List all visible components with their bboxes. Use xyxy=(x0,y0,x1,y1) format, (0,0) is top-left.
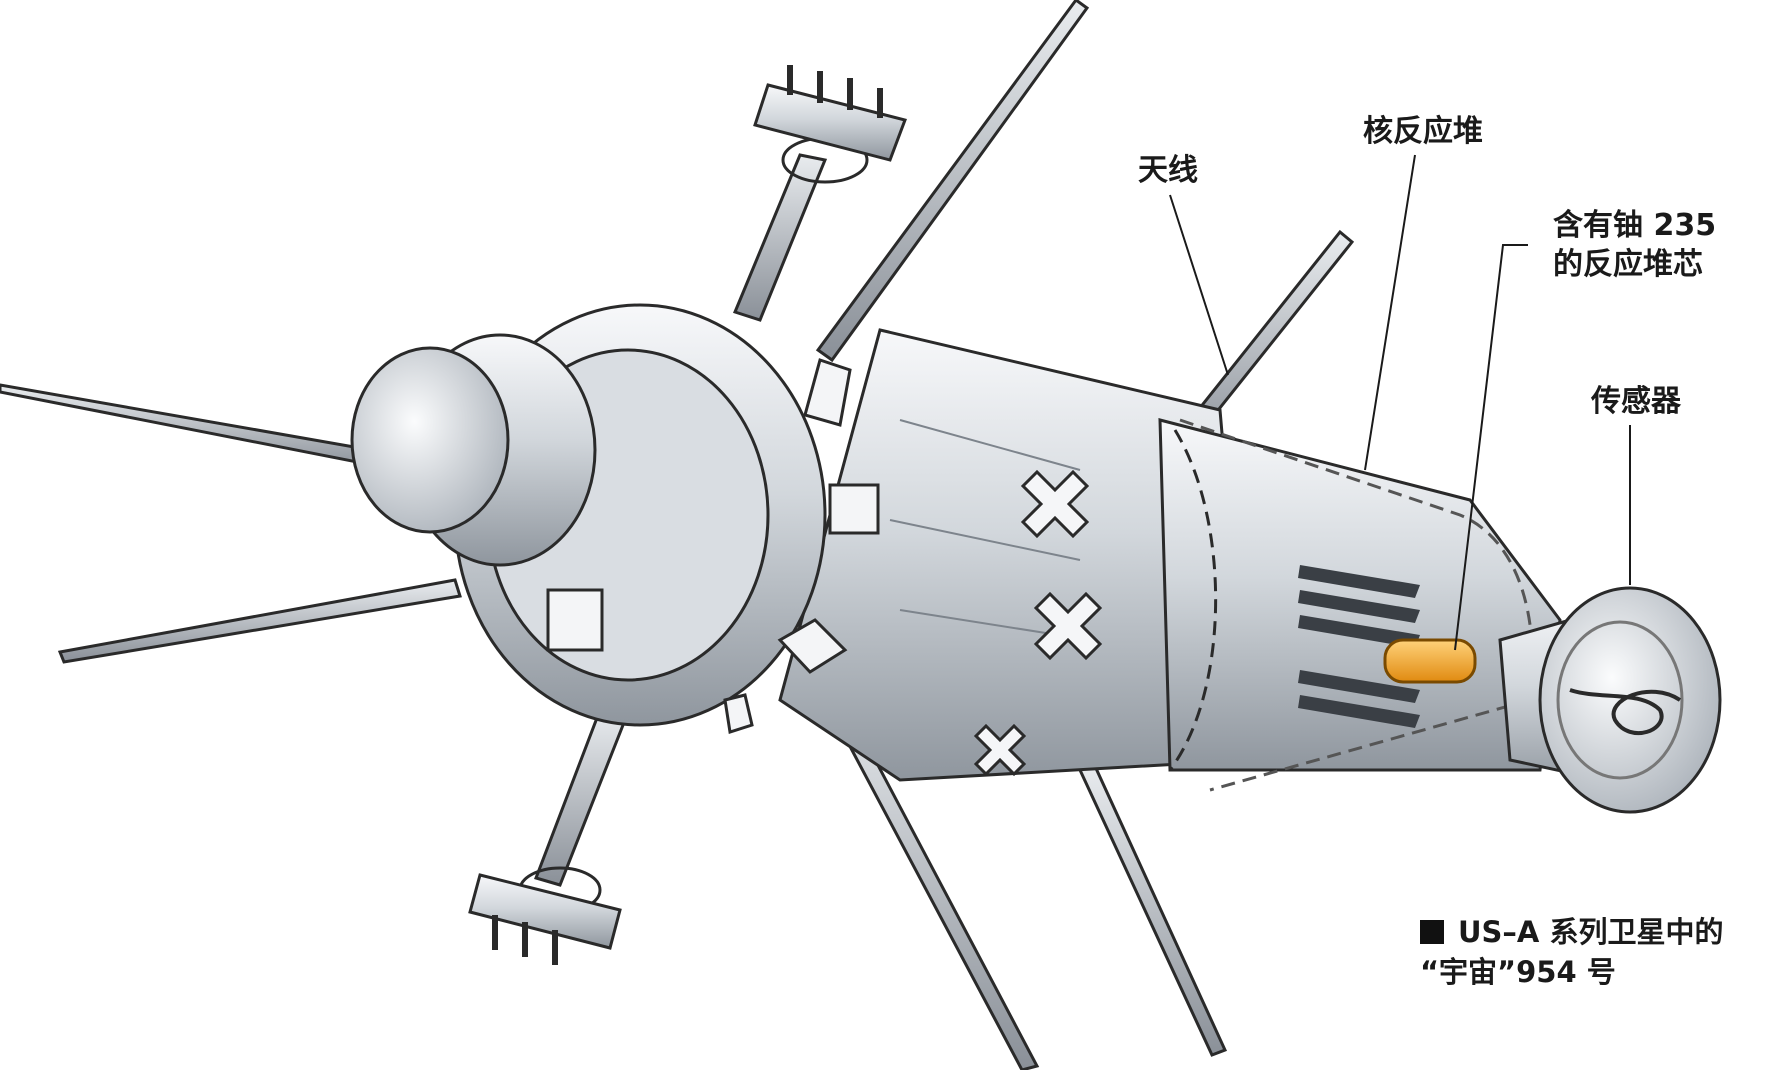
caption-line2: “宇宙”954 号 xyxy=(1420,955,1616,989)
nose-cone xyxy=(350,346,510,534)
uranium-core xyxy=(1383,638,1477,684)
upper-boom xyxy=(732,65,907,322)
lower-boom xyxy=(468,708,627,965)
upper-plug xyxy=(753,83,907,162)
label-core-line1: 含有铀 235 xyxy=(1553,208,1717,243)
rod-top xyxy=(815,0,1090,363)
main-body xyxy=(778,328,1252,782)
leader-antenna xyxy=(1169,194,1229,376)
leader-core xyxy=(1454,244,1528,651)
rod-left-upper xyxy=(0,383,402,472)
reactor-vents xyxy=(1298,565,1420,728)
label-reactor: 核反应堆 xyxy=(1363,114,1483,149)
leader-lines xyxy=(1169,154,1631,651)
caption-square-icon xyxy=(1420,920,1444,944)
label-core-line2: 的反应堆芯 xyxy=(1553,247,1703,282)
reactor-section xyxy=(1158,418,1562,792)
cross-markers xyxy=(973,469,1103,777)
figure-caption: US–A 系列卫星中的 “宇宙”954 号 xyxy=(1420,912,1723,992)
ring-blocks xyxy=(546,358,880,734)
label-sensor: 传感器 xyxy=(1591,384,1681,419)
antenna-rods xyxy=(0,0,1355,1070)
caption-line1: US–A 系列卫星中的 xyxy=(1458,915,1724,949)
rod-left-lower xyxy=(57,578,462,664)
sensor-disc xyxy=(1498,586,1722,814)
rod-bottom-mid xyxy=(1077,762,1228,1057)
leader-reactor xyxy=(1364,154,1416,471)
lower-plug xyxy=(468,873,622,950)
label-antenna: 天线 xyxy=(1138,153,1198,188)
front-assembly xyxy=(350,303,880,734)
